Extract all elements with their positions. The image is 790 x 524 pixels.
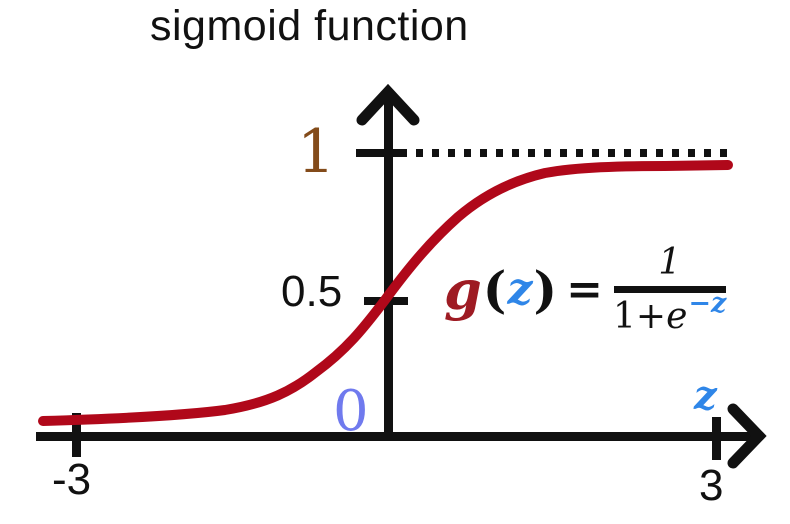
x-tick-3 [712, 417, 721, 460]
fraction-bar [613, 286, 726, 293]
equation-z-argument: z [507, 264, 533, 315]
fraction-numerator: 1 [658, 242, 682, 284]
x-axis-arrowhead-icon [727, 403, 767, 469]
denominator-one-plus: 1+ [612, 296, 667, 337]
sigmoid-curve [38, 160, 733, 426]
equation-fraction: 1 1+ e −z [613, 243, 726, 336]
y-axis-label-0-5: 0.5 [281, 267, 343, 316]
x-axis-variable-z: z [694, 372, 717, 419]
equation-close-paren: ) [533, 260, 558, 319]
y-tick-1 [356, 149, 406, 157]
exponent-minus-sign: − [688, 288, 711, 319]
y-axis-arrowhead-icon [356, 83, 420, 126]
equation-g: g [444, 258, 482, 322]
y-axis-label-1: 1 [297, 117, 336, 187]
exponent-minus-z: −z [688, 289, 726, 319]
equation-equals-sign: = [566, 264, 603, 315]
origin-label-0: 0 [333, 379, 369, 444]
denominator-e: e [666, 296, 688, 337]
y-axis-line [384, 96, 393, 441]
x-tick-minus-3 [72, 413, 81, 457]
exponent-z: z [711, 288, 727, 319]
x-axis-line [36, 432, 752, 441]
x-axis-label-3: 3 [699, 461, 724, 510]
x-axis-label-minus3: -3 [52, 455, 92, 504]
fraction-denominator: 1+ e −z [612, 289, 726, 337]
figure-title: sigmoid function [150, 2, 469, 50]
equation-open-paren: ( [482, 260, 507, 319]
sigmoid-equation: g ( z ) = 1 1+ e −z [444, 234, 726, 346]
